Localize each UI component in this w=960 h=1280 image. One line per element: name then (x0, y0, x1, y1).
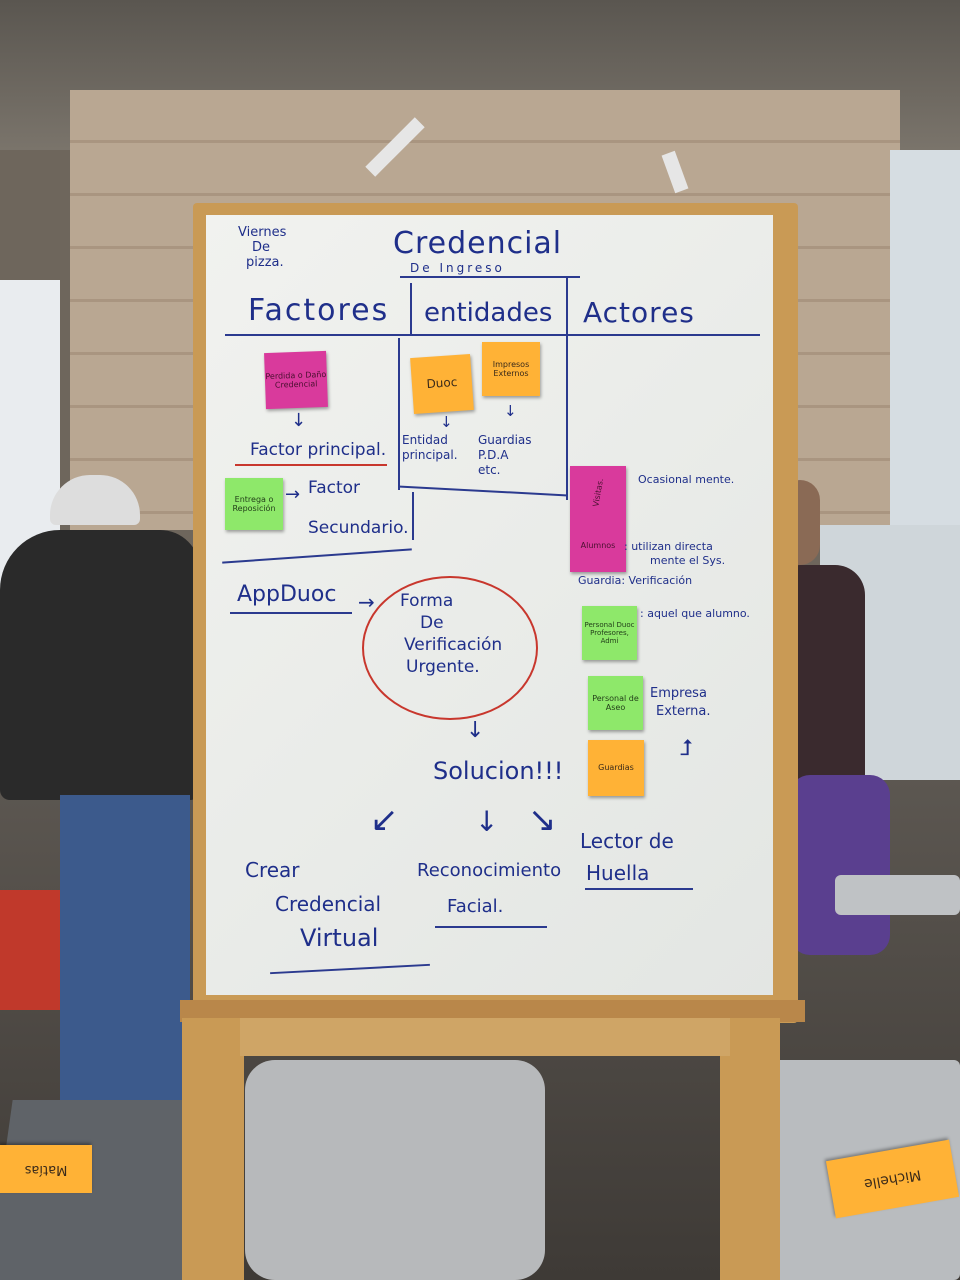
corner-note: Viernes De pizza. (238, 225, 286, 270)
person-left (0, 475, 200, 1175)
factores-box-right (412, 492, 414, 540)
guardias-line-3: etc. (478, 463, 501, 477)
purple-chair (790, 775, 890, 955)
entidad-line-2: principal. (402, 448, 458, 462)
corner-note-line-2: De (252, 240, 271, 255)
sticky-personal-duoc: Personal Duoc Profesores, Admi (582, 606, 637, 660)
appduoc-label: AppDuoc (237, 582, 337, 607)
huella-line-2: Huella (586, 861, 650, 885)
guardia-text: Guardia: Verificación (578, 574, 693, 587)
entidad-line-1: Entidad (402, 433, 448, 447)
desk-right-back (835, 875, 960, 915)
urgent-circle (362, 576, 538, 720)
sticky-guardias: Guardias (588, 740, 644, 796)
guardias-list: Guardias P.D.A etc. (478, 433, 532, 478)
arrow-down-right-icon: ↘ (528, 800, 557, 840)
easel-crossbar (240, 1018, 730, 1056)
corner-note-line-3: pizza. (246, 255, 284, 270)
arrow-up-icon: ⮥ (680, 736, 693, 761)
arrow-down-icon: ↓ (291, 410, 307, 431)
red-chair (0, 890, 60, 1010)
right-window (890, 150, 960, 530)
divider-entidades-actores (566, 278, 568, 500)
sticky-personal-aseo: Personal de Aseo (588, 676, 643, 730)
arrow-right-icon: → (285, 484, 301, 505)
option-huella: Lector de Huella (580, 825, 674, 889)
divider-factores-entidades (410, 283, 412, 335)
ocasional-text: Ocasional mente. (638, 473, 735, 486)
circle-text: Forma De Verificación Urgente. (400, 590, 502, 678)
factor-secundario-2: Secundario. (308, 518, 409, 538)
cap (50, 475, 140, 525)
desk-note-left: Matías (0, 1145, 92, 1193)
easel-leg-right (720, 1018, 780, 1280)
circle-line-4: Urgente. (406, 657, 480, 677)
column-actores: Actores (583, 296, 695, 329)
empresa-text: Empresa Externa. (650, 685, 710, 721)
circle-line-1: Forma (400, 591, 454, 611)
utilizan-line-1: : utilizan directa (624, 540, 713, 553)
circle-line-3: Verificación (404, 635, 503, 655)
appduoc-underline (230, 612, 352, 614)
arrow-down-icon: ↓ (504, 402, 517, 420)
circle-line-2: De (420, 613, 444, 633)
factor-principal: Factor principal. (250, 440, 387, 460)
crear-line-3: Virtual (300, 924, 379, 952)
aquel-text: : aquel que alumno. (640, 607, 750, 620)
facial-line-1: Reconocimiento (417, 860, 562, 881)
arrow-down-icon: ↓ (466, 718, 485, 743)
desk-note-left-label: Matías (24, 1162, 68, 1178)
guardias-line-1: Guardias (478, 433, 532, 447)
arrow-right-icon: → (358, 590, 375, 614)
factor-secundario-1: Factor (308, 478, 361, 498)
empresa-line-1: Empresa (650, 686, 707, 701)
sticky-impresos: Impresos Externos (482, 342, 540, 396)
column-factores: Factores (248, 293, 390, 328)
title-underline (400, 276, 580, 278)
facial-underline (435, 926, 547, 928)
entidad-principal: Entidad principal. (402, 433, 458, 463)
facial-line-2: Facial. (447, 896, 504, 917)
huella-line-1: Lector de (580, 829, 674, 853)
chair-bottom (245, 1060, 545, 1280)
arrow-down-icon: ↓ (475, 805, 499, 838)
corner-note-line-1: Viernes (238, 225, 287, 240)
factor-principal-underline (235, 464, 387, 466)
easel-leg-left (182, 1018, 244, 1280)
sticky-visitas-alumnos: Visitas. Alumnos (570, 466, 626, 572)
easel-ledge (180, 1000, 805, 1022)
huella-underline (585, 888, 693, 890)
desk-note-right-label: Michelle (862, 1166, 923, 1192)
sticky-alumnos-label: Alumnos (580, 540, 616, 550)
sticky-duoc: Duoc (410, 353, 474, 415)
board-title: Credencial (393, 226, 563, 261)
crear-line-1: Crear (245, 858, 300, 882)
arrow-down-icon: ↓ (440, 413, 453, 431)
arrow-down-left-icon: ↙ (370, 800, 399, 840)
column-entidades: entidades (424, 298, 553, 328)
utilizan-line-2: mente el Sys. (650, 554, 726, 567)
option-crear: Crear Credencial Virtual (245, 853, 381, 955)
sticky-perdida: Perdida o Daño Credencial (264, 350, 328, 410)
crear-line-2: Credencial (275, 892, 382, 916)
option-facial: Reconocimiento Facial. (417, 853, 561, 925)
guardias-line-2: P.D.A (478, 448, 509, 462)
hoodie (0, 530, 200, 800)
entidades-left-line (398, 338, 400, 490)
solution-label: Solucion!!! (433, 757, 564, 785)
utilizan-text: : utilizan directa mente el Sys. (624, 540, 725, 568)
sticky-entrega: Entrega o Reposición (225, 478, 283, 530)
empresa-line-2: Externa. (656, 704, 711, 719)
sticky-visitas-label: Visitas. (590, 477, 605, 508)
board-subtitle: De Ingreso (410, 261, 505, 275)
header-divider (225, 334, 760, 336)
